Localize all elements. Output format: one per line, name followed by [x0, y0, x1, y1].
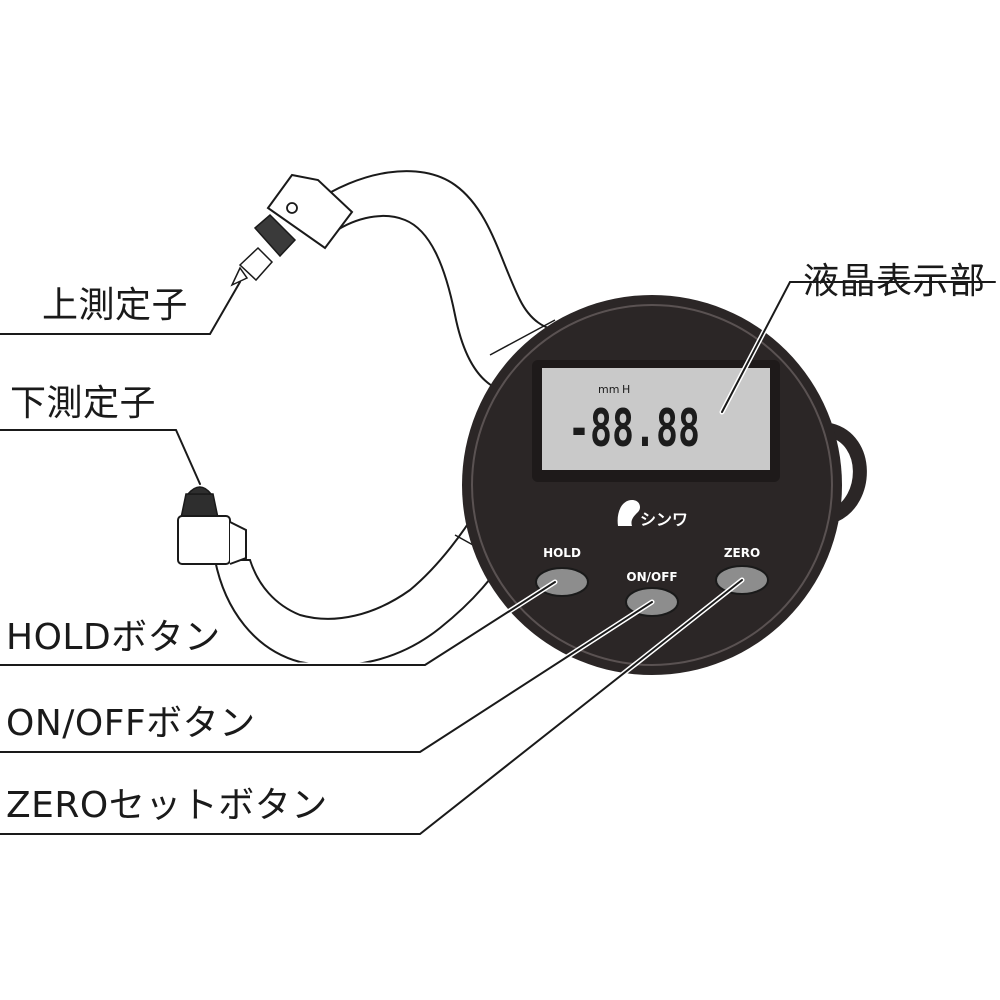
label-zero-button: ZEROセットボタン: [6, 785, 328, 826]
leader-line-hold: [0, 581, 556, 666]
lcd-display: mm H -88.88: [532, 360, 780, 482]
zero-button-label: ZERO: [724, 546, 760, 560]
label-onoff-button: ON/OFFボタン: [6, 703, 256, 744]
frame-loop: [827, 423, 867, 522]
leader-line-upper-probe: [0, 281, 241, 335]
leader-lines: [0, 279, 998, 837]
lcd-hold-flag: H: [622, 383, 630, 396]
label-lower-probe: 下測定子: [10, 383, 157, 424]
dial-body: [462, 295, 842, 675]
label-lcd-display: 液晶表示部: [803, 261, 986, 302]
lcd-reading: -88.88: [568, 399, 700, 459]
label-hold-button: HOLDボタン: [6, 617, 221, 658]
lcd-units: mm: [598, 383, 619, 396]
leader-line-onoff: [0, 601, 653, 753]
leader-line-zero: [0, 579, 743, 835]
hold-button[interactable]: HOLD: [535, 546, 589, 597]
brand-logo: シンワ: [617, 500, 688, 529]
lower-probe: [177, 486, 247, 565]
leader-line-lcd: [721, 281, 996, 413]
leader-line-lower-probe: [0, 429, 201, 485]
onoff-button[interactable]: ON/OFF: [625, 570, 679, 617]
label-upper-probe: 上測定子: [42, 285, 189, 326]
onoff-button-label: ON/OFF: [626, 570, 677, 584]
penguin-logo-icon: [617, 500, 640, 526]
brand-name: シンワ: [640, 510, 688, 529]
hold-button-label: HOLD: [543, 546, 581, 560]
